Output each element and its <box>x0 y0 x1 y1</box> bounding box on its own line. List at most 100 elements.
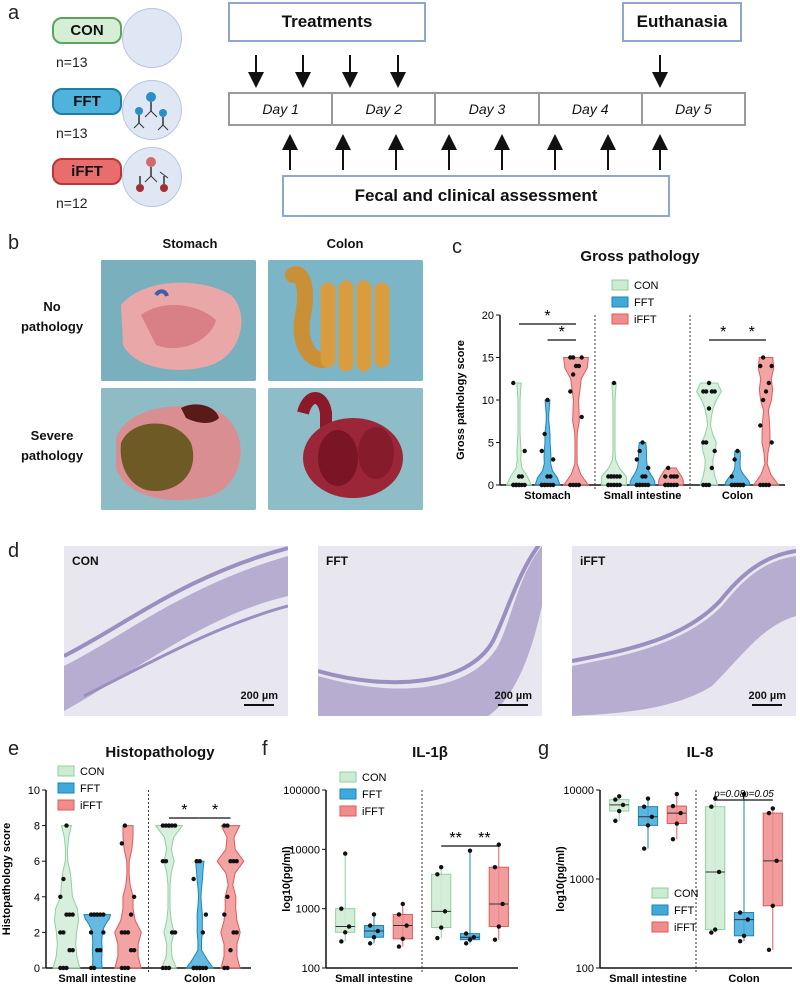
data-point <box>542 482 547 488</box>
data-point <box>442 909 448 914</box>
data-point <box>122 930 128 935</box>
data-point <box>375 928 381 934</box>
data-point <box>617 482 622 488</box>
scalebar-con-text: 200 µm <box>240 690 278 702</box>
legend-swatch-con <box>57 765 75 777</box>
data-point <box>674 821 679 826</box>
data-point <box>769 440 774 445</box>
data-point <box>492 937 498 942</box>
sig-colon-fft-ifft-label: ** <box>478 830 490 847</box>
y-tick-label: 5 <box>488 438 494 450</box>
data-point <box>101 912 106 917</box>
data-point <box>194 965 199 971</box>
data-point <box>766 947 772 953</box>
data-point <box>467 848 473 853</box>
group-ifft-pill: iFFT <box>52 158 122 185</box>
legend-swatch-fft <box>651 904 669 916</box>
data-point <box>570 372 576 377</box>
data-point <box>166 823 172 828</box>
phage-icon <box>133 92 169 131</box>
y-tick-label: 0 <box>34 963 40 975</box>
data-point <box>758 423 763 428</box>
data-point <box>519 474 525 479</box>
data-point <box>539 448 544 454</box>
data-point <box>234 859 239 864</box>
legend-label-con: CON <box>634 280 659 292</box>
violin-con <box>696 382 722 486</box>
y-tick-label: 10000 <box>289 844 320 856</box>
data-point <box>511 380 516 386</box>
data-point <box>608 474 614 479</box>
data-point <box>98 912 103 917</box>
sig-colon-fft-ifft-label: p=0.05 <box>742 789 774 800</box>
y-tick-label: 10 <box>28 785 40 797</box>
data-point <box>570 355 576 360</box>
data-point <box>709 930 714 935</box>
data-point <box>64 965 69 971</box>
box-ifft <box>762 812 783 907</box>
violin-con <box>505 382 533 486</box>
data-point <box>339 906 344 911</box>
data-point <box>496 924 501 929</box>
data-point <box>400 936 405 942</box>
data-point <box>203 965 209 971</box>
data-point <box>172 823 178 828</box>
data-point <box>467 937 473 942</box>
legend-label-ifft: iFFT <box>634 314 657 326</box>
data-point <box>339 939 344 944</box>
data-point <box>763 389 769 394</box>
data-point <box>471 935 477 940</box>
data-point <box>70 912 75 917</box>
row-label-severe-pathology: Severe pathology <box>20 428 84 463</box>
data-point <box>119 930 125 935</box>
data-point <box>163 859 169 864</box>
data-point <box>678 810 683 816</box>
data-point <box>119 841 125 846</box>
data-point <box>766 482 772 488</box>
data-point <box>463 931 469 936</box>
x-category-label: Colon <box>454 973 485 985</box>
day-4: Day 4 <box>540 94 643 124</box>
data-point <box>371 935 377 940</box>
data-point <box>703 389 709 394</box>
micrograph-fft-label: FFT <box>326 554 348 568</box>
y-tick-label: 2 <box>34 927 40 939</box>
data-point <box>435 935 440 941</box>
group-con-n: n=13 <box>56 54 88 70</box>
group-ifft-n: n=12 <box>56 195 88 211</box>
data-point <box>400 901 405 907</box>
data-point <box>343 851 348 856</box>
sig-colon-con-fft-label: * <box>720 324 726 341</box>
violin-con <box>52 825 81 969</box>
data-point <box>542 431 547 437</box>
data-point <box>95 912 100 917</box>
day-2: Day 2 <box>333 94 437 124</box>
sig-stomach-fft-ifft-label: * <box>559 324 565 341</box>
legend-swatch-ifft <box>651 921 669 933</box>
data-point <box>200 930 206 935</box>
y-axis-label: Histopathology score <box>1 823 13 935</box>
data-point <box>200 965 206 971</box>
data-point <box>191 965 196 971</box>
violin-fft <box>724 450 751 486</box>
data-point <box>343 930 348 935</box>
sig-stomach-con-ifft-label: * <box>544 308 550 325</box>
data-point <box>439 925 444 930</box>
data-point <box>225 965 230 971</box>
legend-label-fft: FFT <box>362 789 382 801</box>
group-fft-n: n=13 <box>56 125 88 141</box>
assessment-box: Fecal and clinical assessment <box>282 175 670 217</box>
legend-swatch-fft <box>611 296 629 308</box>
y-tick-label: 100 <box>576 963 594 975</box>
data-point <box>88 912 94 917</box>
data-point <box>637 482 642 488</box>
data-point <box>64 912 69 917</box>
data-point <box>396 912 402 917</box>
data-point <box>191 876 196 882</box>
data-point <box>670 803 676 809</box>
data-point <box>611 380 617 386</box>
data-point <box>646 465 651 471</box>
data-point <box>166 965 172 971</box>
